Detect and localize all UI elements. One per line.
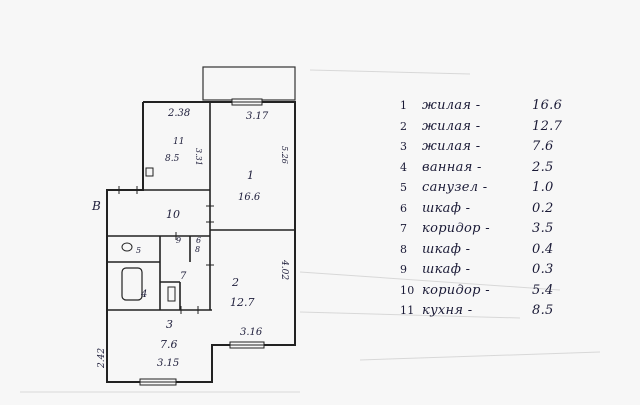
room-3-dim-side: 2.42 <box>97 348 107 369</box>
legend-area: 7.6 <box>532 139 554 154</box>
side-label: В <box>91 199 101 213</box>
legend-number: 3 <box>400 140 408 153</box>
room-11-dim-top: 2.38 <box>167 108 190 119</box>
legend-area: 8.5 <box>532 303 554 318</box>
legend-number: 8 <box>400 242 408 256</box>
legend-room-name: кухня - <box>422 303 473 318</box>
legend-number: 2 <box>400 119 408 133</box>
bathtub-icon <box>121 267 143 301</box>
legend-row: 3 жилая - 7.6 <box>400 137 635 158</box>
room-2-dim-bottom: 3.16 <box>240 327 263 338</box>
legend-number: 5 <box>400 181 408 194</box>
room-7-number: 7 <box>180 271 187 282</box>
legend-area: 2.5 <box>532 159 554 175</box>
room-1-number: 1 <box>247 169 254 182</box>
room-2-area: 12.7 <box>230 296 255 309</box>
legend-number: 1 <box>400 99 408 112</box>
legend-row: 8 шкаф - 0.4 <box>400 240 635 261</box>
room-legend: 1 жилая - 16.6 2 жилая - 12.7 3 жилая - 7.6 4 ванн… <box>400 96 635 322</box>
legend-row: 9 шкаф - 0.3 <box>400 260 635 281</box>
room-3-area: 7.6 <box>160 338 178 351</box>
door-marks <box>118 186 214 314</box>
legend-room-name: ванная - <box>422 159 482 175</box>
legend-area: 5.4 <box>532 282 554 298</box>
room-1-dim-top: 3.17 <box>246 111 269 122</box>
scan-noise <box>20 69 601 393</box>
legend-row: 6 шкаф - 0.2 <box>400 199 635 220</box>
outer-walls <box>106 101 296 383</box>
room-1-dim-side: 5.26 <box>280 146 289 164</box>
legend-row: 2 жилая - 12.7 <box>400 117 635 138</box>
legend-room-name: шкаф - <box>422 200 471 216</box>
room-2-dim-side: 4.02 <box>279 259 289 280</box>
legend-number: 6 <box>400 201 408 215</box>
room-11-area: 8.5 <box>165 154 180 164</box>
legend-area: 0.4 <box>532 241 554 257</box>
legend-room-name: коридор - <box>422 282 490 298</box>
room-10-number: 10 <box>166 208 180 221</box>
legend-row: 1 жилая - 16.6 <box>400 96 635 117</box>
room-3-dim-bottom: 3.15 <box>157 358 179 369</box>
stove-icon <box>145 167 154 177</box>
legend-area: 12.7 <box>532 118 563 134</box>
room-5-number: 5 <box>136 246 141 255</box>
room-11-number: 11 <box>173 137 184 147</box>
room-4-number: 4 <box>140 289 147 300</box>
legend-number: 7 <box>400 222 408 235</box>
legend-number: 4 <box>400 160 408 174</box>
legend-room-name: шкаф - <box>422 241 471 257</box>
legend-room-name: жилая - <box>422 118 481 134</box>
room-6-number: 6 <box>196 236 201 245</box>
legend-area: 0.3 <box>532 262 554 277</box>
legend-area: 0.2 <box>532 200 554 216</box>
legend-room-name: санузел - <box>422 180 488 195</box>
legend-room-name: коридор - <box>422 221 490 236</box>
room-2-number: 2 <box>231 276 239 289</box>
room-1-area: 16.6 <box>238 192 261 203</box>
legend-row: 5 санузел - 1.0 <box>400 178 635 199</box>
legend-room-name: жилая - <box>422 98 481 113</box>
legend-row: 10 коридор - 5.4 <box>400 281 635 302</box>
legend-area: 16.6 <box>532 98 563 113</box>
legend-row: 7 коридор - 3.5 <box>400 219 635 240</box>
sink-icon <box>167 286 176 302</box>
legend-area: 1.0 <box>532 180 554 195</box>
legend-number: 9 <box>400 263 408 276</box>
legend-number: 11 <box>400 304 415 317</box>
toilet-icon <box>121 242 133 252</box>
room-9-number: 9 <box>176 236 181 245</box>
windows <box>139 98 265 386</box>
balcony <box>202 66 296 101</box>
room-8-number: 8 <box>195 245 200 254</box>
legend-area: 3.5 <box>532 221 554 236</box>
interior-walls <box>107 102 295 311</box>
legend-row: 11 кухня - 8.5 <box>400 301 635 322</box>
legend-number: 10 <box>400 283 415 297</box>
room-3-number: 3 <box>166 318 173 331</box>
room-11-dim-side: 3.31 <box>194 148 203 166</box>
legend-room-name: жилая - <box>422 139 481 154</box>
legend-room-name: шкаф - <box>422 262 471 277</box>
legend-row: 4 ванная - 2.5 <box>400 158 635 179</box>
